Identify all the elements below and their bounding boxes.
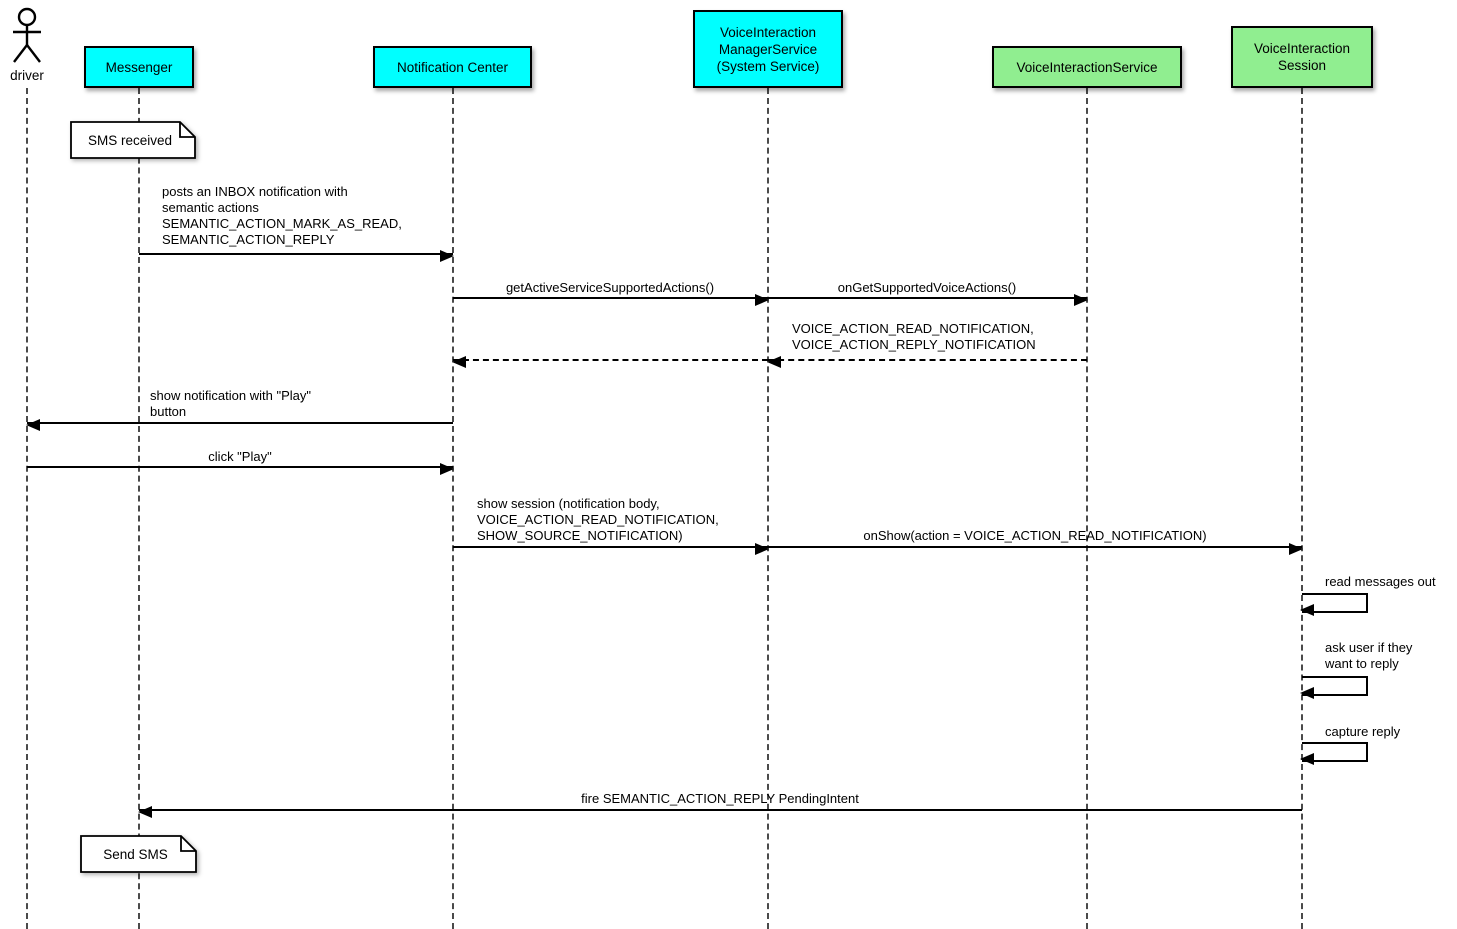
message-label-show-notification-play: show notification with "Play" button bbox=[150, 388, 311, 419]
message-self-arrow-read-messages-out bbox=[1300, 593, 1368, 616]
actor-driver-label: driver bbox=[10, 68, 44, 83]
message-label-get-active-service-supported-actions: getActiveServiceSupportedActions() bbox=[505, 280, 715, 295]
lifeline-messenger bbox=[138, 88, 140, 929]
arrowhead-left-icon bbox=[138, 806, 152, 818]
lifeline-notification-center bbox=[452, 88, 454, 929]
message-label-on-show: onShow(action = VOICE_ACTION_READ_NOTIFI… bbox=[863, 528, 1207, 543]
note-send-sms: Send SMS bbox=[80, 835, 197, 873]
lifeline-voice-interaction-manager-service bbox=[767, 88, 769, 929]
message-arrow-voice-actions-return bbox=[767, 356, 1087, 368]
message-label-show-session: show session (notification body, VOICE_A… bbox=[477, 496, 719, 543]
message-label-on-get-supported-voice-actions: onGetSupportedVoiceActions() bbox=[837, 280, 1017, 295]
arrowhead-left-icon bbox=[1300, 753, 1314, 765]
note-send-sms-label: Send SMS bbox=[103, 846, 168, 862]
message-arrow-posts-inbox-notification bbox=[139, 250, 454, 262]
arrowhead-left-icon bbox=[1300, 604, 1314, 616]
message-arrow-click-play bbox=[27, 463, 454, 475]
note-sms-received: SMS received bbox=[70, 121, 196, 159]
lifeline-voice-interaction-session bbox=[1301, 88, 1303, 929]
arrowhead-left-icon bbox=[452, 356, 466, 368]
lifeline-driver bbox=[26, 88, 28, 929]
participant-voice-interaction-manager-service: VoiceInteraction ManagerService (System … bbox=[693, 10, 843, 88]
message-label-click-play: click "Play" bbox=[208, 449, 272, 464]
message-label-fire-semantic-action-reply: fire SEMANTIC_ACTION_REPLY PendingIntent bbox=[581, 791, 859, 806]
arrowhead-right-icon bbox=[755, 294, 769, 306]
arrowhead-left-icon bbox=[26, 419, 40, 431]
message-arrow-on-get-supported-voice-actions bbox=[768, 294, 1088, 306]
arrowhead-right-icon bbox=[1074, 294, 1088, 306]
message-label-voice-actions-return: VOICE_ACTION_READ_NOTIFICATION, VOICE_AC… bbox=[792, 321, 1036, 352]
message-label-posts-inbox-notification: posts an INBOX notification with semanti… bbox=[162, 184, 402, 247]
message-arrow-get-active-service-supported-actions bbox=[453, 294, 769, 306]
arrowhead-right-icon bbox=[440, 250, 454, 262]
arrowhead-left-icon bbox=[1300, 687, 1314, 699]
message-label-ask-user-reply: ask user if they want to reply bbox=[1325, 640, 1413, 671]
message-arrow-show-notification-play bbox=[26, 419, 453, 431]
message-arrow-show-session bbox=[453, 543, 769, 555]
message-self-arrow-capture-reply bbox=[1300, 742, 1368, 765]
actor-driver-icon bbox=[13, 7, 41, 63]
note-shape-icon bbox=[70, 121, 196, 159]
message-self-arrow-ask-user-reply bbox=[1300, 676, 1368, 699]
participant-voice-interaction-session: VoiceInteraction Session bbox=[1231, 26, 1373, 88]
participant-messenger: Messenger bbox=[84, 46, 194, 88]
participant-voice-interaction-service: VoiceInteractionService bbox=[992, 46, 1182, 88]
lifeline-voice-interaction-service bbox=[1086, 88, 1088, 929]
note-sms-received-label: SMS received bbox=[87, 132, 173, 148]
message-arrow-on-show bbox=[768, 543, 1303, 555]
message-arrow-fire-semantic-action-reply bbox=[138, 806, 1302, 818]
message-arrow-return-to-notification-center bbox=[452, 356, 768, 368]
note-shape-icon bbox=[80, 835, 197, 873]
arrowhead-left-icon bbox=[767, 356, 781, 368]
arrowhead-right-icon bbox=[440, 463, 454, 475]
participant-notification-center: Notification Center bbox=[373, 46, 532, 88]
arrowhead-right-icon bbox=[1289, 543, 1303, 555]
arrowhead-right-icon bbox=[755, 543, 769, 555]
message-label-read-messages-out: read messages out bbox=[1325, 574, 1436, 589]
message-label-capture-reply: capture reply bbox=[1325, 724, 1401, 739]
